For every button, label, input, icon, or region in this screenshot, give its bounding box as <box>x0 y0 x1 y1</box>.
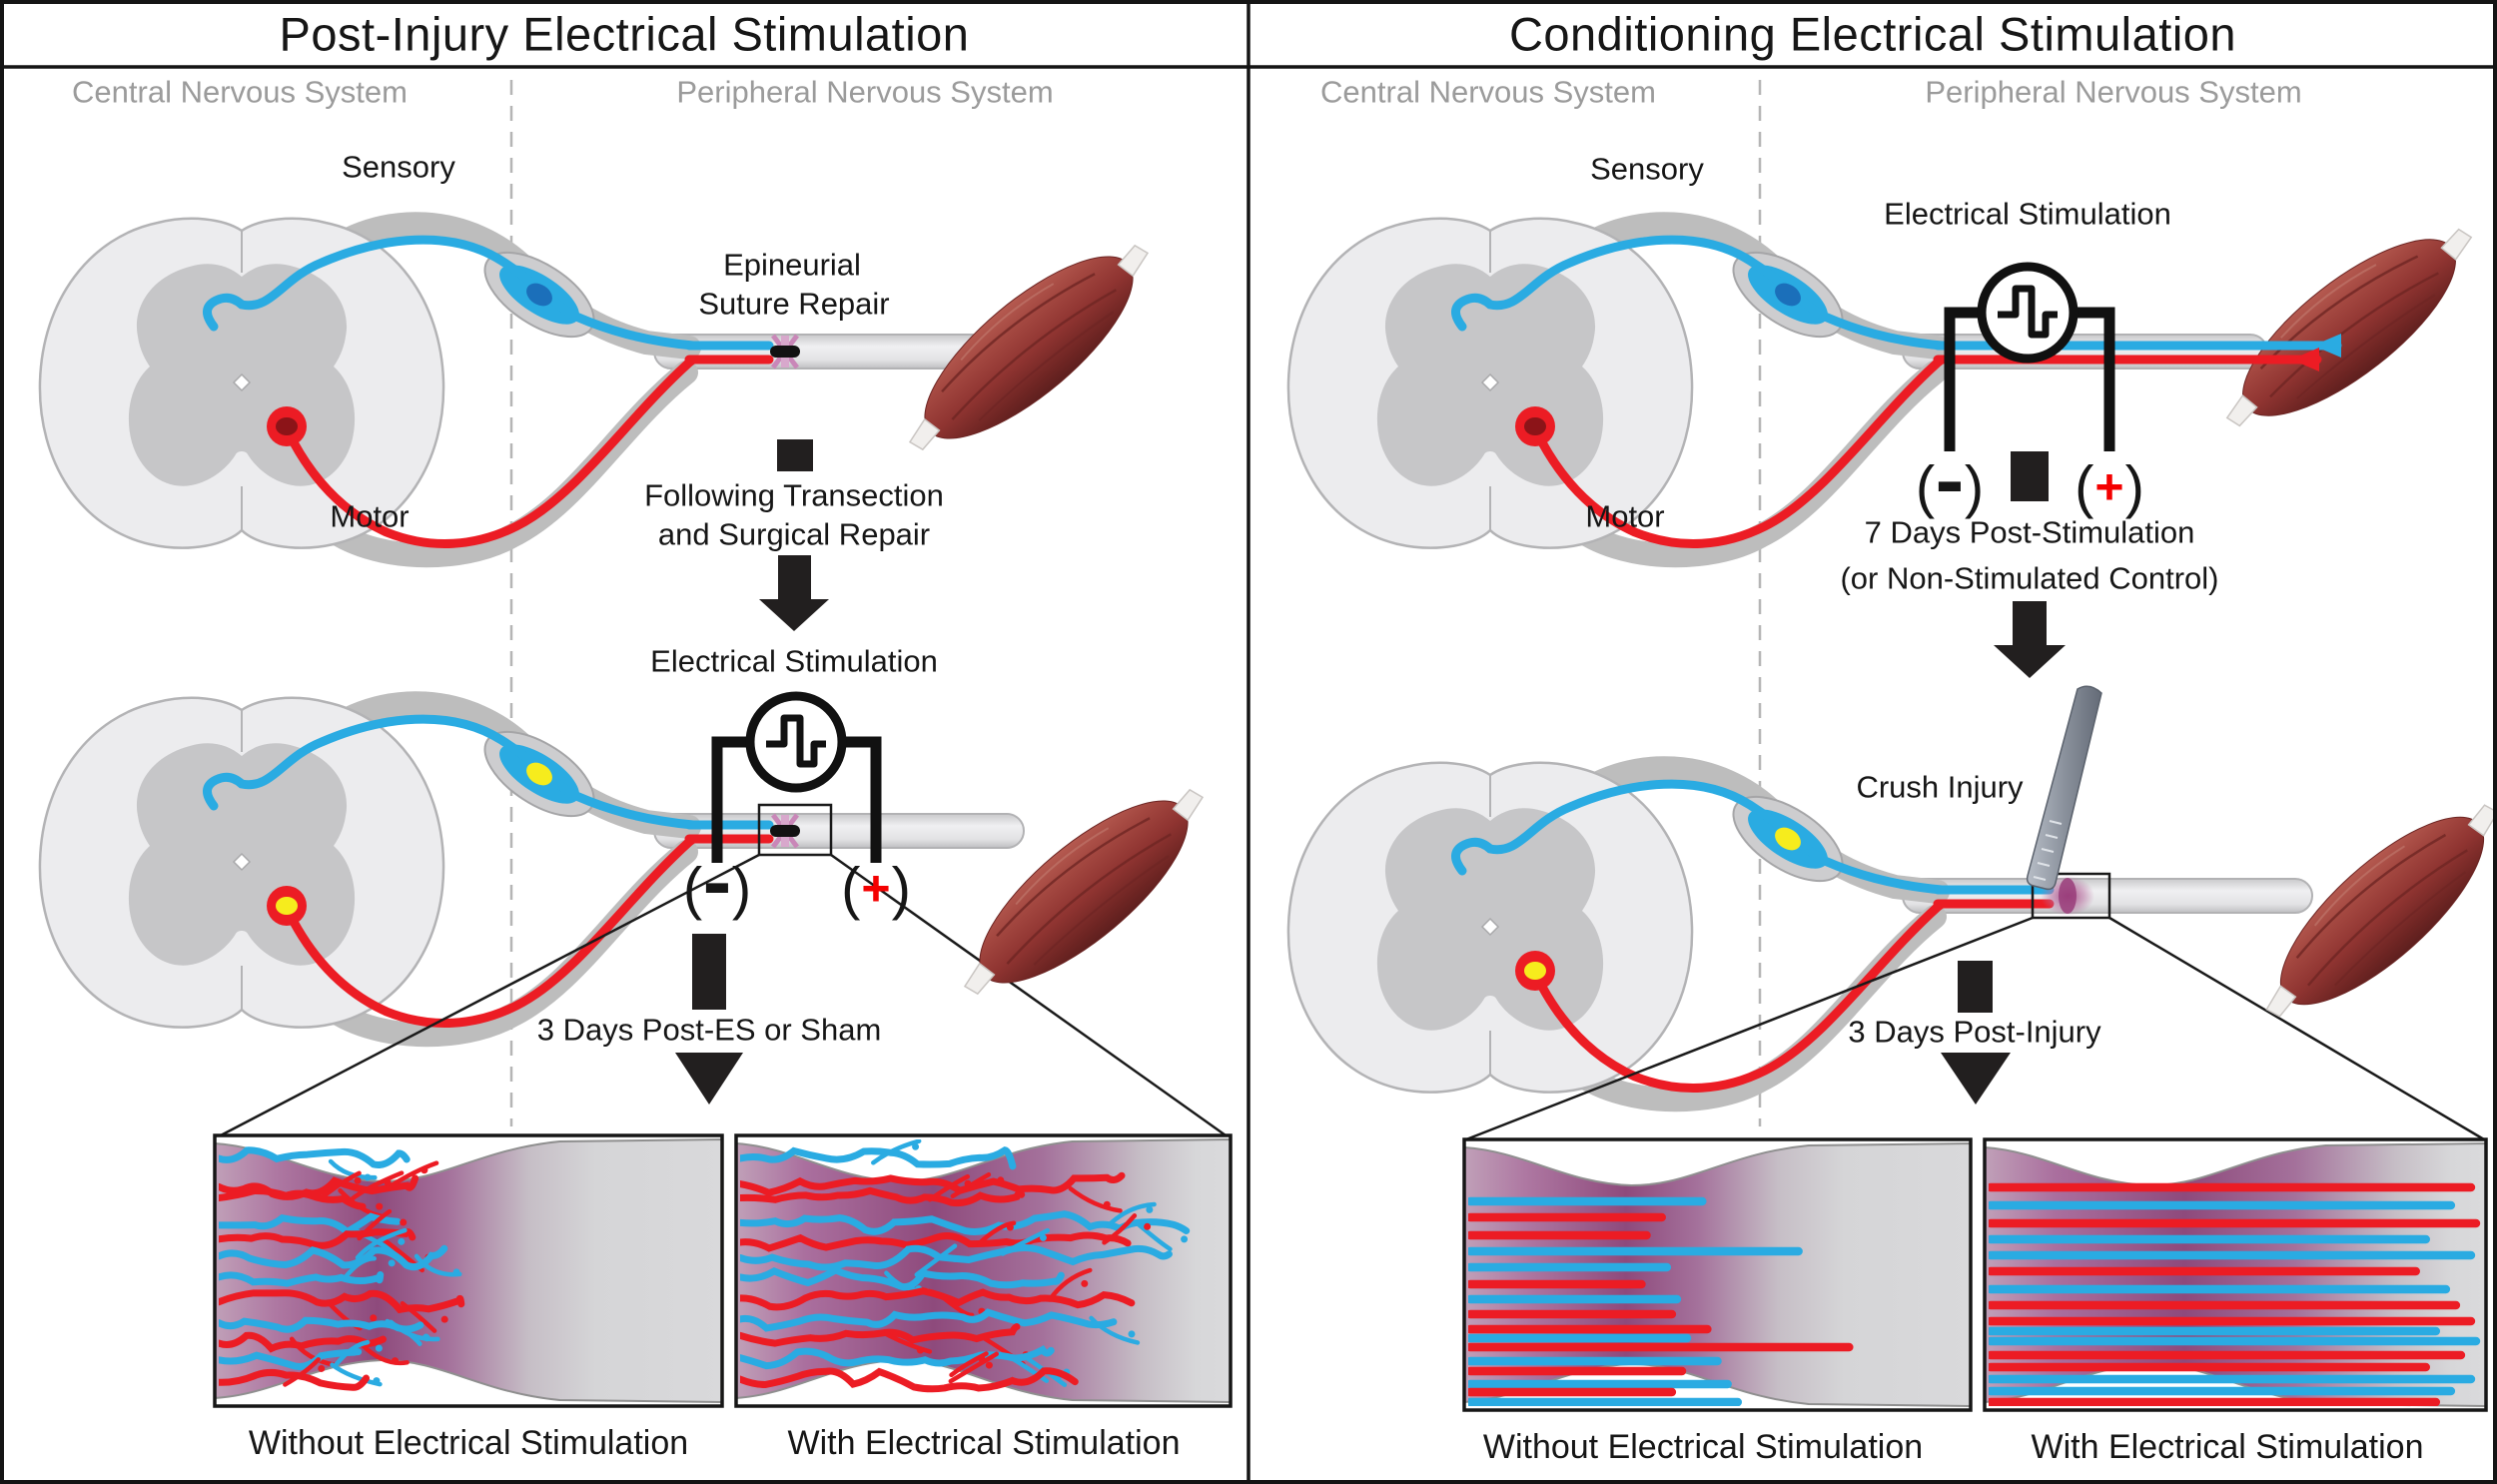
right-conditioning-diagram <box>1288 196 2497 555</box>
right-negative-electrode-label: (−) <box>1915 440 1985 533</box>
left-step2-label: 3 Days Post-ES or Sham <box>536 1012 882 1048</box>
right-panel-title: Conditioning Electrical Stimulation <box>1508 7 2237 61</box>
left-outcome-with-es-label: With Electrical Stimulation <box>787 1424 1181 1463</box>
paren-close: ) <box>2124 454 2144 520</box>
right-pns-label: Peripheral Nervous System <box>1925 74 2302 110</box>
regenerating-axons <box>740 1139 1191 1393</box>
left-stimulation-diagram <box>40 691 1232 1139</box>
right-crush-diagram <box>1288 685 2497 1141</box>
magnified-region-box <box>2031 872 2111 920</box>
right-es-label: Electrical Stimulation <box>1884 196 2171 232</box>
paren-open: ( <box>2075 454 2094 520</box>
left-sensory-label: Sensory <box>342 149 455 185</box>
plus-sign: + <box>861 860 891 917</box>
left-step1-label-line1: Following Transection <box>644 477 944 513</box>
paren-open: ( <box>682 856 703 922</box>
right-cns-label: Central Nervous System <box>1320 74 1656 110</box>
paren-open: ( <box>841 856 861 922</box>
inset-without-es-right <box>1463 1139 1972 1410</box>
regenerating-axons <box>219 1146 465 1391</box>
zoom-line-right <box>2108 916 2485 1141</box>
suture-icon <box>770 815 800 847</box>
left-es-label: Electrical Stimulation <box>650 643 938 679</box>
left-step1-label-line2: and Surgical Repair <box>657 516 931 552</box>
left-repair-diagram <box>40 214 1177 555</box>
right-step2-arrow <box>1941 961 2011 1105</box>
left-panel-title: Post-Injury Electrical Stimulation <box>279 7 970 61</box>
left-positive-electrode-label: (+) <box>841 856 911 922</box>
forceps-icon <box>2026 685 2102 891</box>
pulse-generator-icon <box>711 691 882 863</box>
right-sensory-label: Sensory <box>1590 151 1704 187</box>
left-outcome-without-es-label: Without Electrical Stimulation <box>248 1424 689 1463</box>
right-step1-arrow <box>1994 451 2066 678</box>
sensory-antidromic-arrowhead <box>2313 334 2341 358</box>
pulse-generator-icon <box>1944 262 2115 451</box>
inset-with-es-left <box>735 1135 1232 1406</box>
left-negative-electrode-label: (−) <box>682 842 752 935</box>
paren-open: ( <box>1915 454 1936 520</box>
inset-with-es-right <box>1984 1139 2487 1410</box>
muscle-target <box>2199 196 2497 459</box>
muscle-target <box>936 757 1232 1027</box>
right-motor-label: Motor <box>1585 498 1665 534</box>
left-motor-label: Motor <box>330 498 410 534</box>
right-crush-label: Crush Injury <box>1856 769 2024 805</box>
left-cns-label: Central Nervous System <box>72 74 408 110</box>
zoom-line-left <box>216 853 760 1139</box>
plus-sign: + <box>2094 458 2124 515</box>
right-step1-label-line2: (or Non-Stimulated Control) <box>1840 560 2219 596</box>
right-outcome-without-es-label: Without Electrical Stimulation <box>1482 1428 1924 1467</box>
inset-without-es-left <box>214 1135 723 1406</box>
zoom-line-right <box>830 853 1230 1139</box>
left-step2-arrow <box>675 934 743 1105</box>
paren-close: ) <box>731 856 752 922</box>
left-step1-arrow <box>759 439 829 631</box>
minus-sign: − <box>1937 437 1963 536</box>
right-step2-label: 3 Days Post-Injury <box>1848 1014 2101 1050</box>
regenerating-axons <box>1468 1196 1854 1406</box>
magnified-region-box <box>757 803 833 857</box>
suture-icon <box>770 336 800 368</box>
right-positive-electrode-label: (+) <box>2075 454 2144 520</box>
right-outcome-with-es-label: With Electrical Stimulation <box>2031 1428 2424 1467</box>
minus-sign: − <box>704 839 730 938</box>
paren-close: ) <box>891 856 911 922</box>
zoom-line-left <box>1465 916 2034 1141</box>
right-step1-label-line1: 7 Days Post-Stimulation <box>1864 514 2195 550</box>
regenerating-axons <box>1989 1182 2481 1406</box>
motor-antidromic-arrowhead <box>2291 348 2319 371</box>
left-repair-label-line1: Epineurial <box>723 247 861 283</box>
left-pns-label: Peripheral Nervous System <box>676 74 1054 110</box>
paren-close: ) <box>1964 454 1985 520</box>
left-repair-label-line2: Suture Repair <box>698 286 890 322</box>
